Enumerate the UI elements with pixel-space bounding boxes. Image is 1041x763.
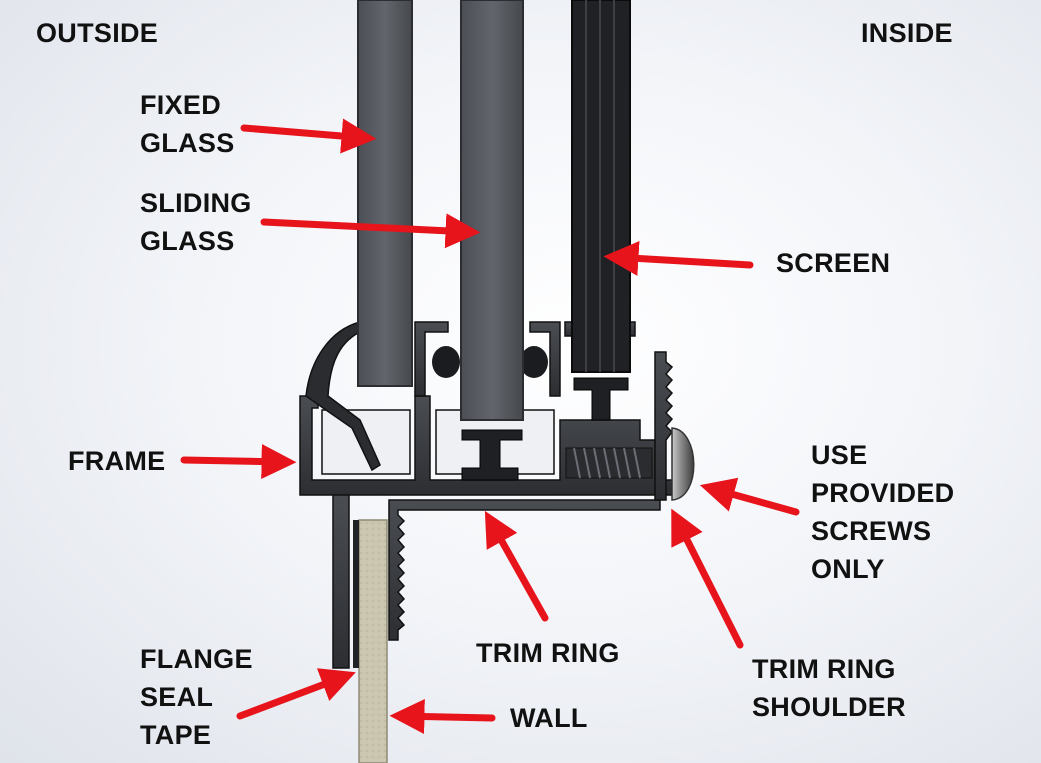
trim-ring-shoulder-leg xyxy=(654,351,674,501)
label-use-provided-screws-only: USE PROVIDED SCREWS ONLY xyxy=(811,440,955,584)
glass-bumper-left xyxy=(432,346,460,378)
label-sliding-glass: SLIDING GLASS xyxy=(140,188,252,256)
label-flange-seal-tape: FLANGE SEAL TAPE xyxy=(140,644,253,750)
arrow-sliding-glass xyxy=(260,213,481,249)
screw-threads xyxy=(573,447,641,479)
arrow-trim-ring-shoulder xyxy=(671,508,744,649)
label-frame: FRAME xyxy=(68,446,166,476)
fixed-glass xyxy=(357,0,413,387)
arrow-screen xyxy=(603,240,754,276)
label-trim-ring-shoulder: TRIM RING SHOULDER xyxy=(752,654,906,722)
flange-seal-tape-strip xyxy=(353,520,359,668)
label-trim-ring: TRIM RING xyxy=(476,638,620,668)
glass-channel-right xyxy=(529,321,561,397)
glass-bumper-right xyxy=(520,346,548,378)
screen-rail xyxy=(573,377,629,421)
label-screen: SCREEN xyxy=(776,248,891,278)
arrow-trim-ring xyxy=(484,510,549,622)
arrow-flange-seal-tape xyxy=(236,668,356,720)
label-wall: WALL xyxy=(510,703,588,733)
arrow-wall xyxy=(389,699,496,735)
trim-ring-serrated-leg xyxy=(388,499,661,641)
label-fixed-glass: FIXED GLASS xyxy=(140,90,235,158)
screw-head xyxy=(671,427,695,501)
label-inside: INSIDE xyxy=(861,18,953,48)
sliding-glass-rail xyxy=(461,429,523,481)
sliding-glass xyxy=(460,0,524,421)
arrow-screws xyxy=(699,477,800,516)
arrow-frame xyxy=(180,444,297,480)
arrow-fixed-glass xyxy=(240,118,377,154)
glass-channel-left xyxy=(414,321,449,397)
label-outside: OUTSIDE xyxy=(36,18,159,48)
